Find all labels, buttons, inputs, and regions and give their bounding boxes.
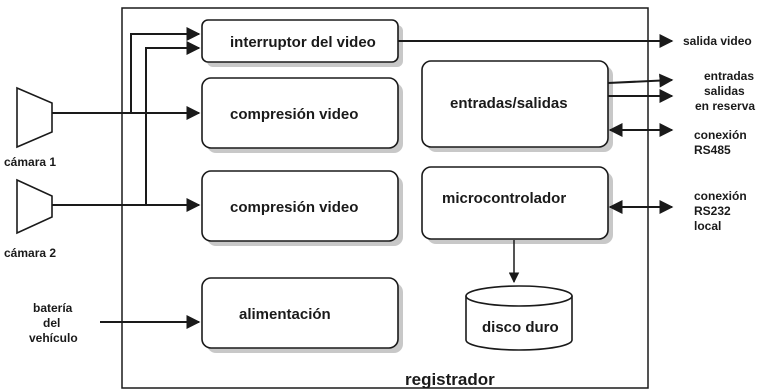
camera-2-label: cámara 2 [4, 246, 56, 260]
disk-icon: disco duro [465, 285, 573, 351]
rs232-label-3: local [694, 219, 721, 233]
battery-label-1: batería [33, 301, 73, 315]
svg-text:interruptor del video: interruptor del video [230, 34, 376, 51]
rs232-label-2: RS232 [694, 204, 731, 218]
svg-text:compresión video: compresión video [230, 106, 358, 123]
io-label-1: entradas [704, 69, 754, 83]
io-label-2: salidas [704, 84, 745, 98]
rs485-label-2: RS485 [694, 143, 731, 157]
registrador-label: registrador [405, 370, 495, 389]
svg-text:alimentación: alimentación [239, 306, 331, 323]
svg-text:compresión video: compresión video [230, 199, 358, 216]
io-label-3: en reserva [695, 99, 755, 113]
rs485-label-1: conexión [694, 128, 747, 142]
camera-2-icon [16, 178, 53, 235]
battery-label-2: del [43, 316, 60, 330]
svg-text:microcontrolador: microcontrolador [442, 190, 566, 207]
camera-1-label: cámara 1 [4, 155, 56, 169]
rs232-label-1: conexión [694, 189, 747, 203]
compression-2-block: compresión video [201, 170, 403, 246]
io-out-line-1 [607, 73, 674, 88]
registrador-frame [121, 7, 649, 389]
camera-1-icon [16, 86, 53, 149]
switch-block: interruptor del video [201, 19, 403, 67]
battery-label-3: vehículo [29, 331, 78, 345]
io-block: entradas/salidas [421, 60, 613, 152]
video-out-label: salida video [683, 34, 752, 48]
compression-1-block: compresión video [201, 77, 403, 153]
micro-block: microcontrolador [421, 166, 613, 244]
svg-text:disco duro: disco duro [482, 319, 559, 336]
svg-text:entradas/salidas: entradas/salidas [450, 95, 568, 112]
camera-1-branch [130, 27, 201, 113]
power-block: alimentación [201, 277, 403, 353]
camera-2-branch [145, 41, 201, 205]
